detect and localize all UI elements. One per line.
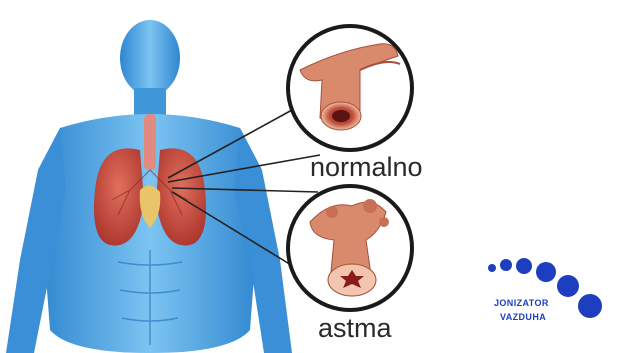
normal-airway-circle xyxy=(288,26,412,150)
trachea xyxy=(144,114,156,170)
label-normal: normalno xyxy=(310,152,423,183)
logo-text-line2: VAZDUHA xyxy=(500,312,546,322)
logo-text-line1: JONIZATOR xyxy=(494,298,549,308)
label-asthma: astma xyxy=(318,313,392,344)
neck xyxy=(134,88,166,116)
logo: JONIZATOR VAZDUHA xyxy=(486,250,622,340)
asthma-airway-circle xyxy=(288,186,412,310)
logo-dots-icon xyxy=(486,250,622,340)
head xyxy=(120,20,180,96)
